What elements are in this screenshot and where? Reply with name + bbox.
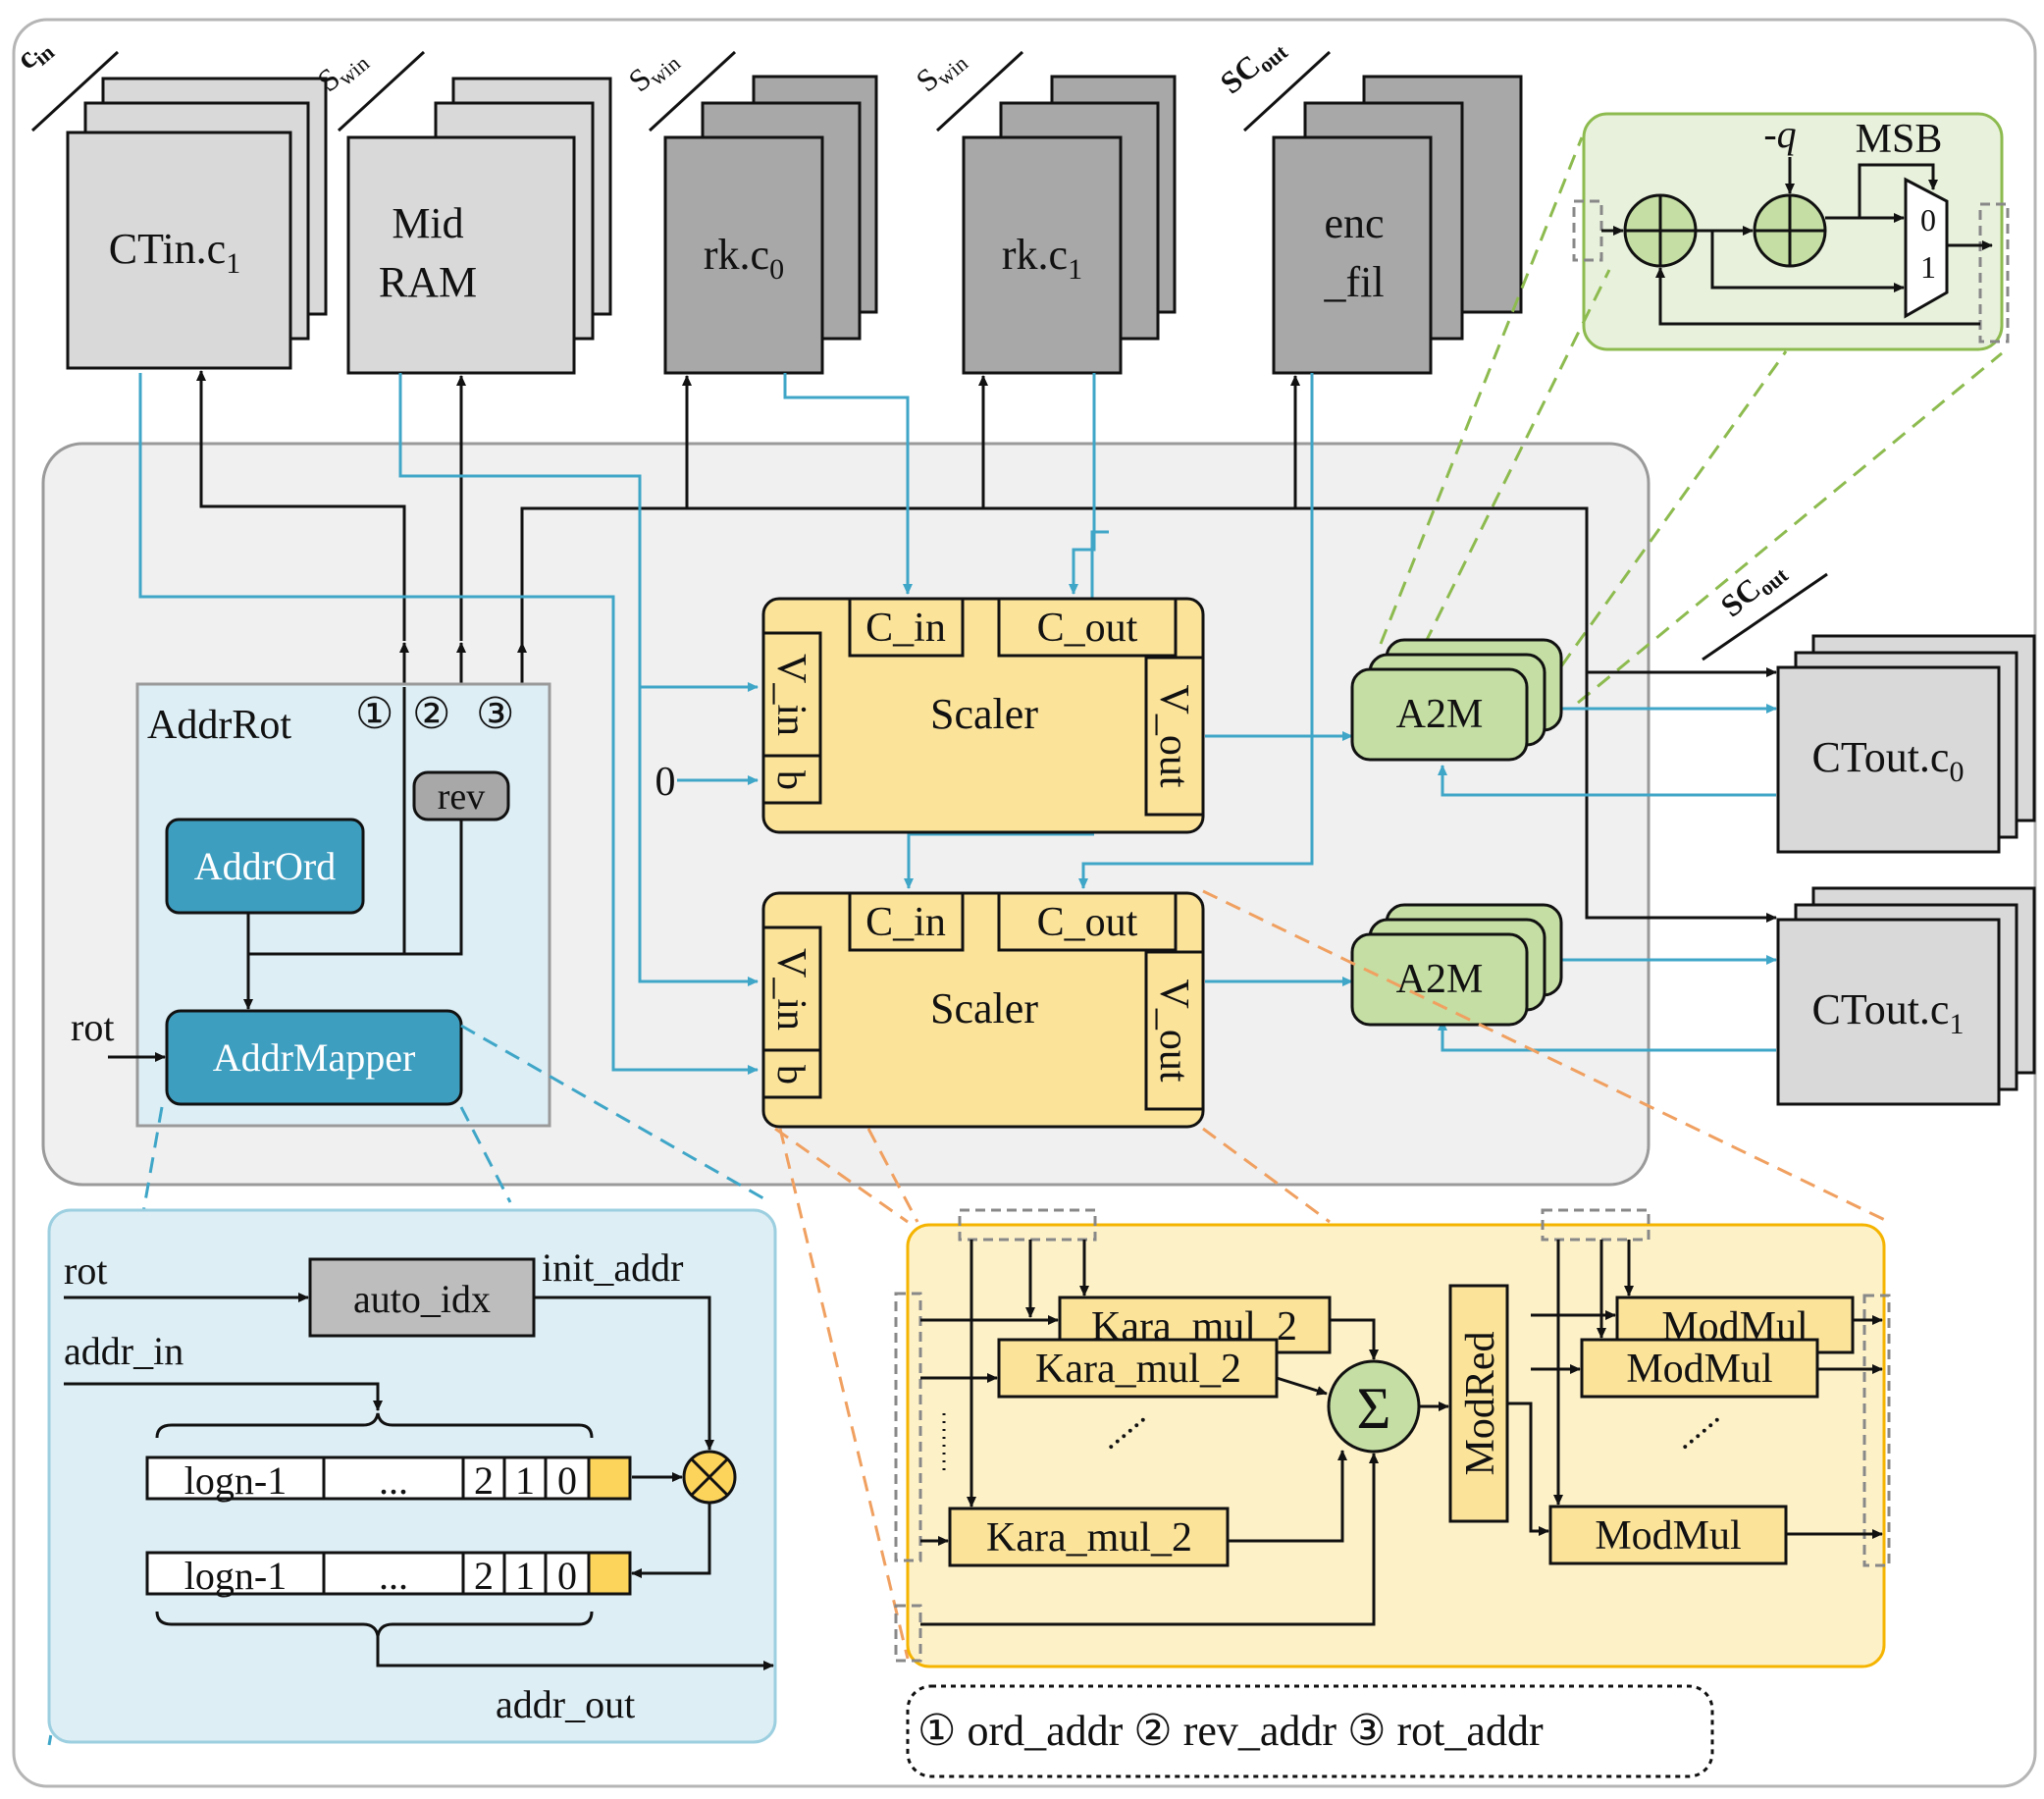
svg-text:C_in: C_in <box>865 900 946 945</box>
svg-text:cin: cin <box>9 28 59 79</box>
svg-text:1: 1 <box>1920 249 1936 285</box>
midram-line2: RAM <box>379 258 477 306</box>
midram-line1: Mid <box>392 199 463 247</box>
svg-text:auto_idx: auto_idx <box>353 1277 491 1321</box>
scaler-bottom: C_in C_out V_in b V_out Scaler <box>761 891 1205 1129</box>
addrrot-block: AddrRot ① ② ③ rev AddrOrd AddrMapper rot <box>71 682 551 1128</box>
scaler-top-label: Scaler <box>930 690 1038 738</box>
addr-in-label: addr_in <box>64 1329 183 1373</box>
svg-text:2: 2 <box>474 1554 494 1598</box>
svg-text:Σ: Σ <box>1357 1376 1391 1441</box>
svg-text:C_out: C_out <box>1037 606 1138 651</box>
svg-text:SCout: SCout <box>1213 27 1292 103</box>
detail-rot-label: rot <box>64 1248 107 1293</box>
addrrot-n2: ② <box>412 690 450 738</box>
memory-ctin: CTin.c1 cin <box>9 28 328 370</box>
register-in: logn-1 ... 2 1 0 <box>145 1455 632 1503</box>
svg-text:A2M: A2M <box>1396 957 1484 1002</box>
a2m-bottom: A2M <box>1350 903 1563 1027</box>
addrrot-title: AddrRot <box>147 703 291 748</box>
svg-text:2: 2 <box>474 1458 494 1503</box>
svg-text:logn-1: logn-1 <box>184 1554 287 1598</box>
scaler-detail: Kara_mul_2 Kara_mul_2 ...... Kara_mul_2 … <box>894 1208 1891 1668</box>
legend: ① ord_addr ② rev_addr ③ rot_addr <box>906 1684 1714 1778</box>
svg-text:rk.c1: rk.c1 <box>1002 231 1082 286</box>
orange-zoom-lines <box>774 889 1890 1660</box>
svg-text:1: 1 <box>515 1554 535 1598</box>
svg-text:A2M: A2M <box>1396 692 1484 737</box>
encfil-line1: enc <box>1324 199 1384 247</box>
svg-text:rev: rev <box>438 776 486 818</box>
memory-midram: Mid RAM Swin <box>310 51 612 375</box>
memory-ctout1: CTout.c1 <box>1776 886 2036 1106</box>
svg-text:Swin: Swin <box>621 39 685 101</box>
addr-out-label: addr_out <box>496 1682 635 1726</box>
svg-text:V_out: V_out <box>1151 979 1196 1083</box>
svg-text:b: b <box>769 1065 813 1085</box>
auto-idx-block <box>308 1257 536 1338</box>
svg-text:AddrMapper: AddrMapper <box>213 1035 416 1080</box>
addrmapper-block <box>165 1009 463 1106</box>
scaler-top: C_in C_out V_in b V_out Scaler 0 <box>655 597 1205 834</box>
rk0-label: rk.c <box>704 231 769 279</box>
svg-text:...: ... <box>379 1554 408 1598</box>
legend-text: ① ord_addr ② rev_addr ③ rot_addr <box>917 1707 1544 1755</box>
register-out: logn-1 ... 2 1 0 <box>145 1551 632 1598</box>
init-addr-label: init_addr <box>542 1245 683 1290</box>
svg-text:ModMul: ModMul <box>1595 1513 1741 1559</box>
svg-text:b: b <box>769 770 813 790</box>
memory-encfil: enc _fil SCout <box>1213 27 1523 375</box>
svg-text:V_in: V_in <box>768 654 813 736</box>
svg-text:CTin.c1: CTin.c1 <box>109 225 240 280</box>
svg-text:Kara_mul_2: Kara_mul_2 <box>1035 1347 1241 1392</box>
data-lines <box>138 373 1777 1075</box>
addrrot-n3: ③ <box>476 690 514 738</box>
memory-rk1: rk.c1 Swin <box>909 39 1177 375</box>
green-zoom-lines <box>1379 136 2003 705</box>
svg-text:logn-1: logn-1 <box>184 1458 287 1503</box>
neg-q-label: -q <box>1763 112 1796 156</box>
rk1-label: rk.c <box>1002 231 1068 279</box>
svg-text:rk.c0: rk.c0 <box>704 231 784 286</box>
a2m-top: A2M <box>1350 638 1563 762</box>
addrord-block <box>165 818 365 915</box>
svg-text:AddrOrd: AddrOrd <box>194 844 336 888</box>
addrrot-n1: ① <box>355 690 393 738</box>
ctin-sub: 1 <box>226 247 240 280</box>
svg-text:0: 0 <box>557 1458 577 1503</box>
svg-text:1: 1 <box>515 1458 535 1503</box>
svg-text:0: 0 <box>557 1554 577 1598</box>
svg-text:Swin: Swin <box>909 39 972 101</box>
kara-mul-last <box>948 1507 1230 1567</box>
encfil-line2: _fil <box>1323 258 1384 306</box>
msb-label: MSB <box>1856 117 1943 162</box>
memory-ctout0: CTout.c0 <box>1776 634 2036 854</box>
mux <box>1904 177 1949 319</box>
svg-text:0: 0 <box>1920 202 1936 238</box>
memory-rk0: rk.c0 Swin <box>621 39 878 375</box>
zero-input: 0 <box>655 760 676 805</box>
ctin-label: CTin.c <box>109 225 226 273</box>
svg-text:CTout.c0: CTout.c0 <box>1812 733 1965 788</box>
svg-text:C_out: C_out <box>1037 900 1138 945</box>
svg-text:V_in: V_in <box>768 948 813 1031</box>
kara-mul-front <box>997 1338 1279 1399</box>
svg-text:CTout.c1: CTout.c1 <box>1812 985 1965 1040</box>
svg-text:C_in: C_in <box>865 606 946 651</box>
svg-text:ModRed: ModRed <box>1458 1332 1503 1476</box>
svg-text:V_out: V_out <box>1151 685 1196 788</box>
rot-label: rot <box>71 1005 114 1049</box>
ctout-dim: SCout <box>1702 551 1828 661</box>
svg-text:SCout: SCout <box>1713 551 1793 626</box>
modred-block <box>1448 1284 1509 1523</box>
scaler-bottom-label: Scaler <box>930 984 1038 1032</box>
svg-text:ModMul: ModMul <box>1626 1347 1772 1392</box>
modular-adder-detail: 0 1 -q MSB <box>1572 112 2010 351</box>
svg-text:...: ... <box>379 1458 408 1503</box>
addrmapper-detail: rot auto_idx init_addr addr_in logn-1 ..… <box>47 1208 777 1744</box>
svg-text:Kara_mul_2: Kara_mul_2 <box>986 1515 1192 1561</box>
